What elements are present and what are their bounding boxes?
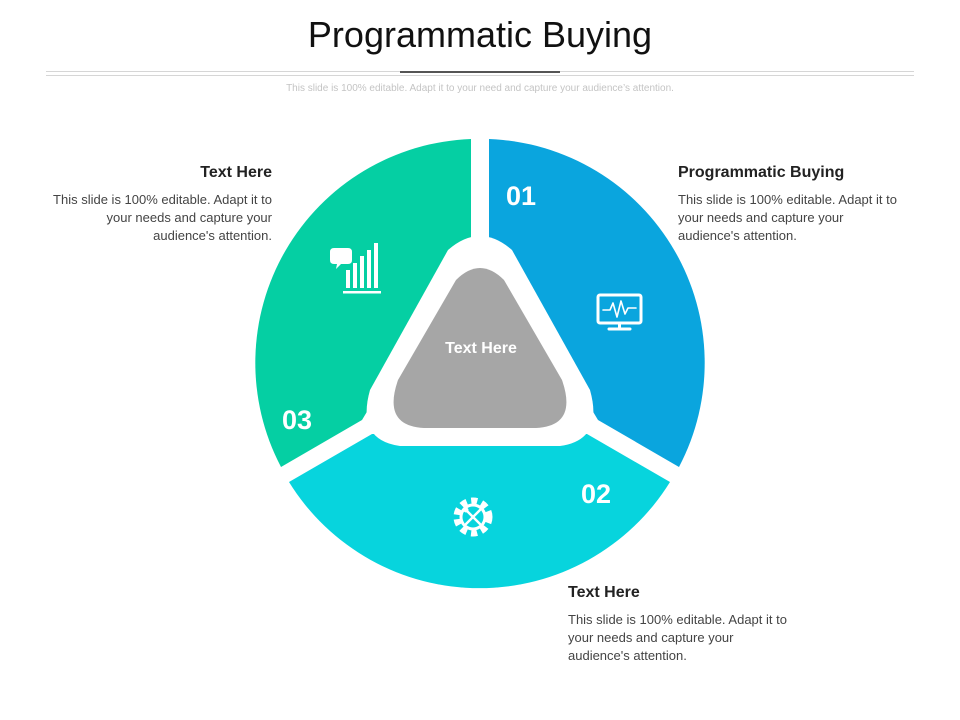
block-heading-01: Programmatic Buying [678,164,845,181]
slide-subtitle: This slide is 100% editable. Adapt it to… [286,83,674,94]
segment-number-03: 03 [282,405,312,435]
text-block-01: Programmatic Buying This slide is 100% e… [678,164,900,245]
text-block-03: Text Here This slide is 100% editable. A… [50,164,272,245]
gear-tools-icon [453,497,493,537]
title-divider-accent [400,71,560,73]
monitor-pulse-icon [596,293,643,331]
segment-number-02: 02 [581,479,611,509]
text-block-02: Text Here This slide is 100% editable. A… [568,584,790,665]
block-heading-02: Text Here [568,584,640,601]
center-triangle[interactable] [393,268,567,428]
block-text-01: This slide is 100% editable. Adapt it to… [678,192,897,243]
center-label: Text Here [445,340,517,357]
block-heading-03: Text Here [200,164,272,181]
chat-bar-chart-icon [330,243,381,294]
segment-number-01: 01 [506,181,536,211]
slide-title: Programmatic Buying [307,14,653,55]
block-text-03: This slide is 100% editable. Adapt it to… [53,192,272,243]
block-text-02: This slide is 100% editable. Adapt it to… [568,612,787,663]
segment-03[interactable] [255,139,471,467]
